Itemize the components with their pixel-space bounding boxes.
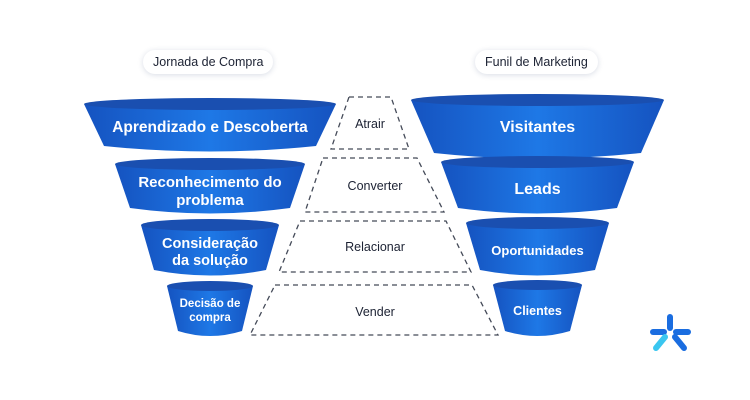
left-funnel-level-4 (167, 281, 253, 336)
right-funnel (411, 94, 664, 336)
right-funnel-label-4: Clientes (513, 303, 562, 318)
right-funnel-level-4 (493, 280, 582, 336)
left-funnel-label-1: Aprendizado e Descoberta (112, 118, 308, 136)
right-funnel-level-2 (441, 156, 634, 214)
stage-label-vender: Vender (355, 305, 395, 319)
left-header-pill: Jornada de Compra (143, 50, 274, 74)
left-funnel-label-4: Decisão de compra (179, 298, 241, 324)
right-funnel-label-2: Leads (514, 181, 561, 199)
right-header-pill: Funil de Marketing (475, 50, 598, 74)
left-funnel (84, 98, 336, 336)
stage-outline-3 (278, 220, 473, 273)
right-funnel-level-1 (411, 94, 664, 159)
brand-asterisk-logo (650, 314, 691, 351)
stage-outline-4 (248, 284, 500, 336)
left-funnel-level-1 (84, 98, 336, 152)
right-funnel-label-1: Visitantes (499, 119, 576, 137)
stage-label-atrair: Atrair (355, 117, 385, 131)
left-funnel-level-2 (115, 158, 305, 214)
left-funnel-label-2: Reconhecimento do problema (138, 174, 282, 209)
center-stages (248, 96, 500, 336)
left-funnel-level-3 (141, 219, 279, 276)
right-funnel-label-3: Oportunidades (491, 243, 584, 259)
stage-outline-1 (330, 96, 410, 150)
stage-label-converter: Converter (347, 179, 403, 193)
stage-outline-2 (304, 157, 446, 213)
stage-label-relacionar: Relacionar (345, 240, 405, 254)
right-funnel-level-3 (466, 217, 609, 276)
left-funnel-label-3: Consideração da solução (162, 235, 258, 269)
